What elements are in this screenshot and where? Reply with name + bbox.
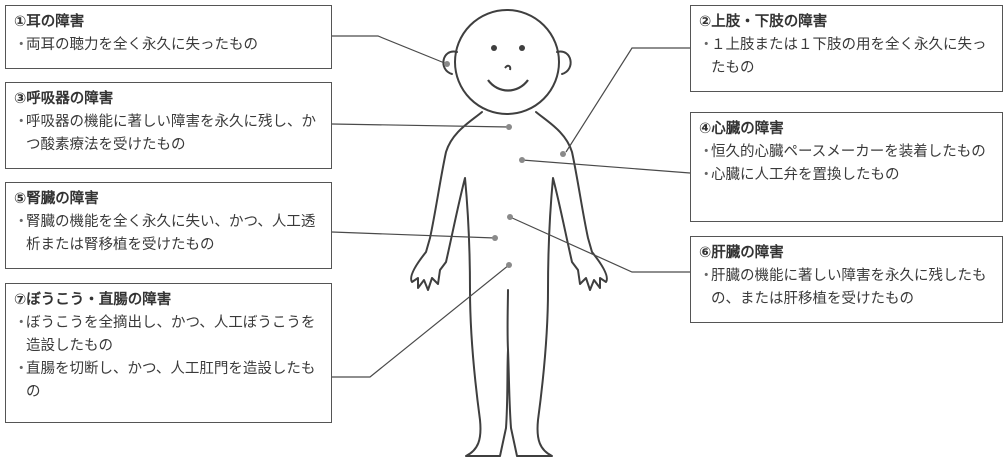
- marker-ear: [444, 61, 450, 67]
- marker-heart: [519, 157, 525, 163]
- box-bowel-item-2: 直腸を切断し、かつ、人工肛門を造設したもの: [14, 358, 323, 404]
- box-bowel: ⑦ぼうこう・直腸の障害 ぼうこうを全摘出し、かつ、人工ぼうこうを造設したもの 直…: [5, 283, 332, 423]
- marker-bowel: [506, 262, 512, 268]
- box-ear: ①耳の障害 両耳の聴力を全く永久に失ったもの: [5, 5, 332, 69]
- leader-bowel: [332, 264, 510, 378]
- leader-heart: [521, 159, 691, 174]
- box-limb: ②上肢・下肢の障害 １上肢または１下肢の用を全く永久に失ったもの: [690, 5, 1003, 92]
- box-liver: ⑥肝臓の障害 肝臓の機能に著しい障害を永久に残したもの、または肝移植を受けたもの: [690, 236, 1003, 323]
- figure-body-outline: [410, 111, 608, 457]
- box-kidney-title: ⑤腎臓の障害: [14, 191, 99, 207]
- figure-right-ear: [556, 50, 572, 75]
- box-resp-title: ③呼吸器の障害: [14, 91, 114, 107]
- leader-kidney: [331, 231, 496, 239]
- figure-left-eye: [491, 45, 497, 51]
- figure-head: [454, 9, 560, 115]
- box-heart-title: ④心臓の障害: [699, 121, 784, 137]
- box-limb-item: １上肢または１下肢の用を全く永久に失ったもの: [699, 34, 994, 80]
- marker-liver: [507, 214, 513, 220]
- figure-nose: [504, 64, 512, 71]
- figure-left-ear: [442, 50, 458, 75]
- figure-right-eye: [519, 45, 525, 51]
- box-heart-item-2: 心臓に人工弁を置換したもの: [699, 164, 994, 187]
- box-bowel-item-1: ぼうこうを全摘出し、かつ、人工ぼうこうを造設したもの: [14, 312, 323, 358]
- box-kidney: ⑤腎臓の障害 腎臓の機能を全く永久に失い、かつ、人工透析または腎移植を受けたもの: [5, 182, 332, 269]
- box-liver-title: ⑥肝臓の障害: [699, 245, 784, 261]
- box-liver-item: 肝臓の機能に著しい障害を永久に残したもの、または肝移植を受けたもの: [699, 265, 994, 311]
- box-ear-item: 両耳の聴力を全く永久に失ったもの: [14, 34, 323, 57]
- box-bowel-title: ⑦ぼうこう・直腸の障害: [14, 292, 172, 308]
- leader-resp: [331, 123, 510, 128]
- box-heart-item-1: 恒久的心臓ペースメーカーを装着したもの: [699, 141, 994, 164]
- box-ear-title: ①耳の障害: [14, 14, 85, 30]
- leader-ear: [332, 35, 448, 65]
- leader-liver: [509, 216, 690, 273]
- box-resp-item: 呼吸器の機能に著しい障害を永久に残し、かつ酸素療法を受けたもの: [14, 111, 323, 157]
- marker-limb: [560, 151, 566, 157]
- box-kidney-item: 腎臓の機能を全く永久に失い、かつ、人工透析または腎移植を受けたもの: [14, 211, 323, 257]
- figure-mouth: [487, 79, 529, 92]
- figure-face: [487, 45, 529, 92]
- marker-kidney: [492, 235, 498, 241]
- leader-limb: [565, 47, 690, 153]
- box-limb-title: ②上肢・下肢の障害: [699, 14, 828, 30]
- box-heart: ④心臓の障害 恒久的心臓ペースメーカーを装着したもの 心臓に人工弁を置換したもの: [690, 112, 1003, 222]
- marker-resp: [506, 124, 512, 130]
- box-resp: ③呼吸器の障害 呼吸器の機能に著しい障害を永久に残し、かつ酸素療法を受けたもの: [5, 82, 332, 169]
